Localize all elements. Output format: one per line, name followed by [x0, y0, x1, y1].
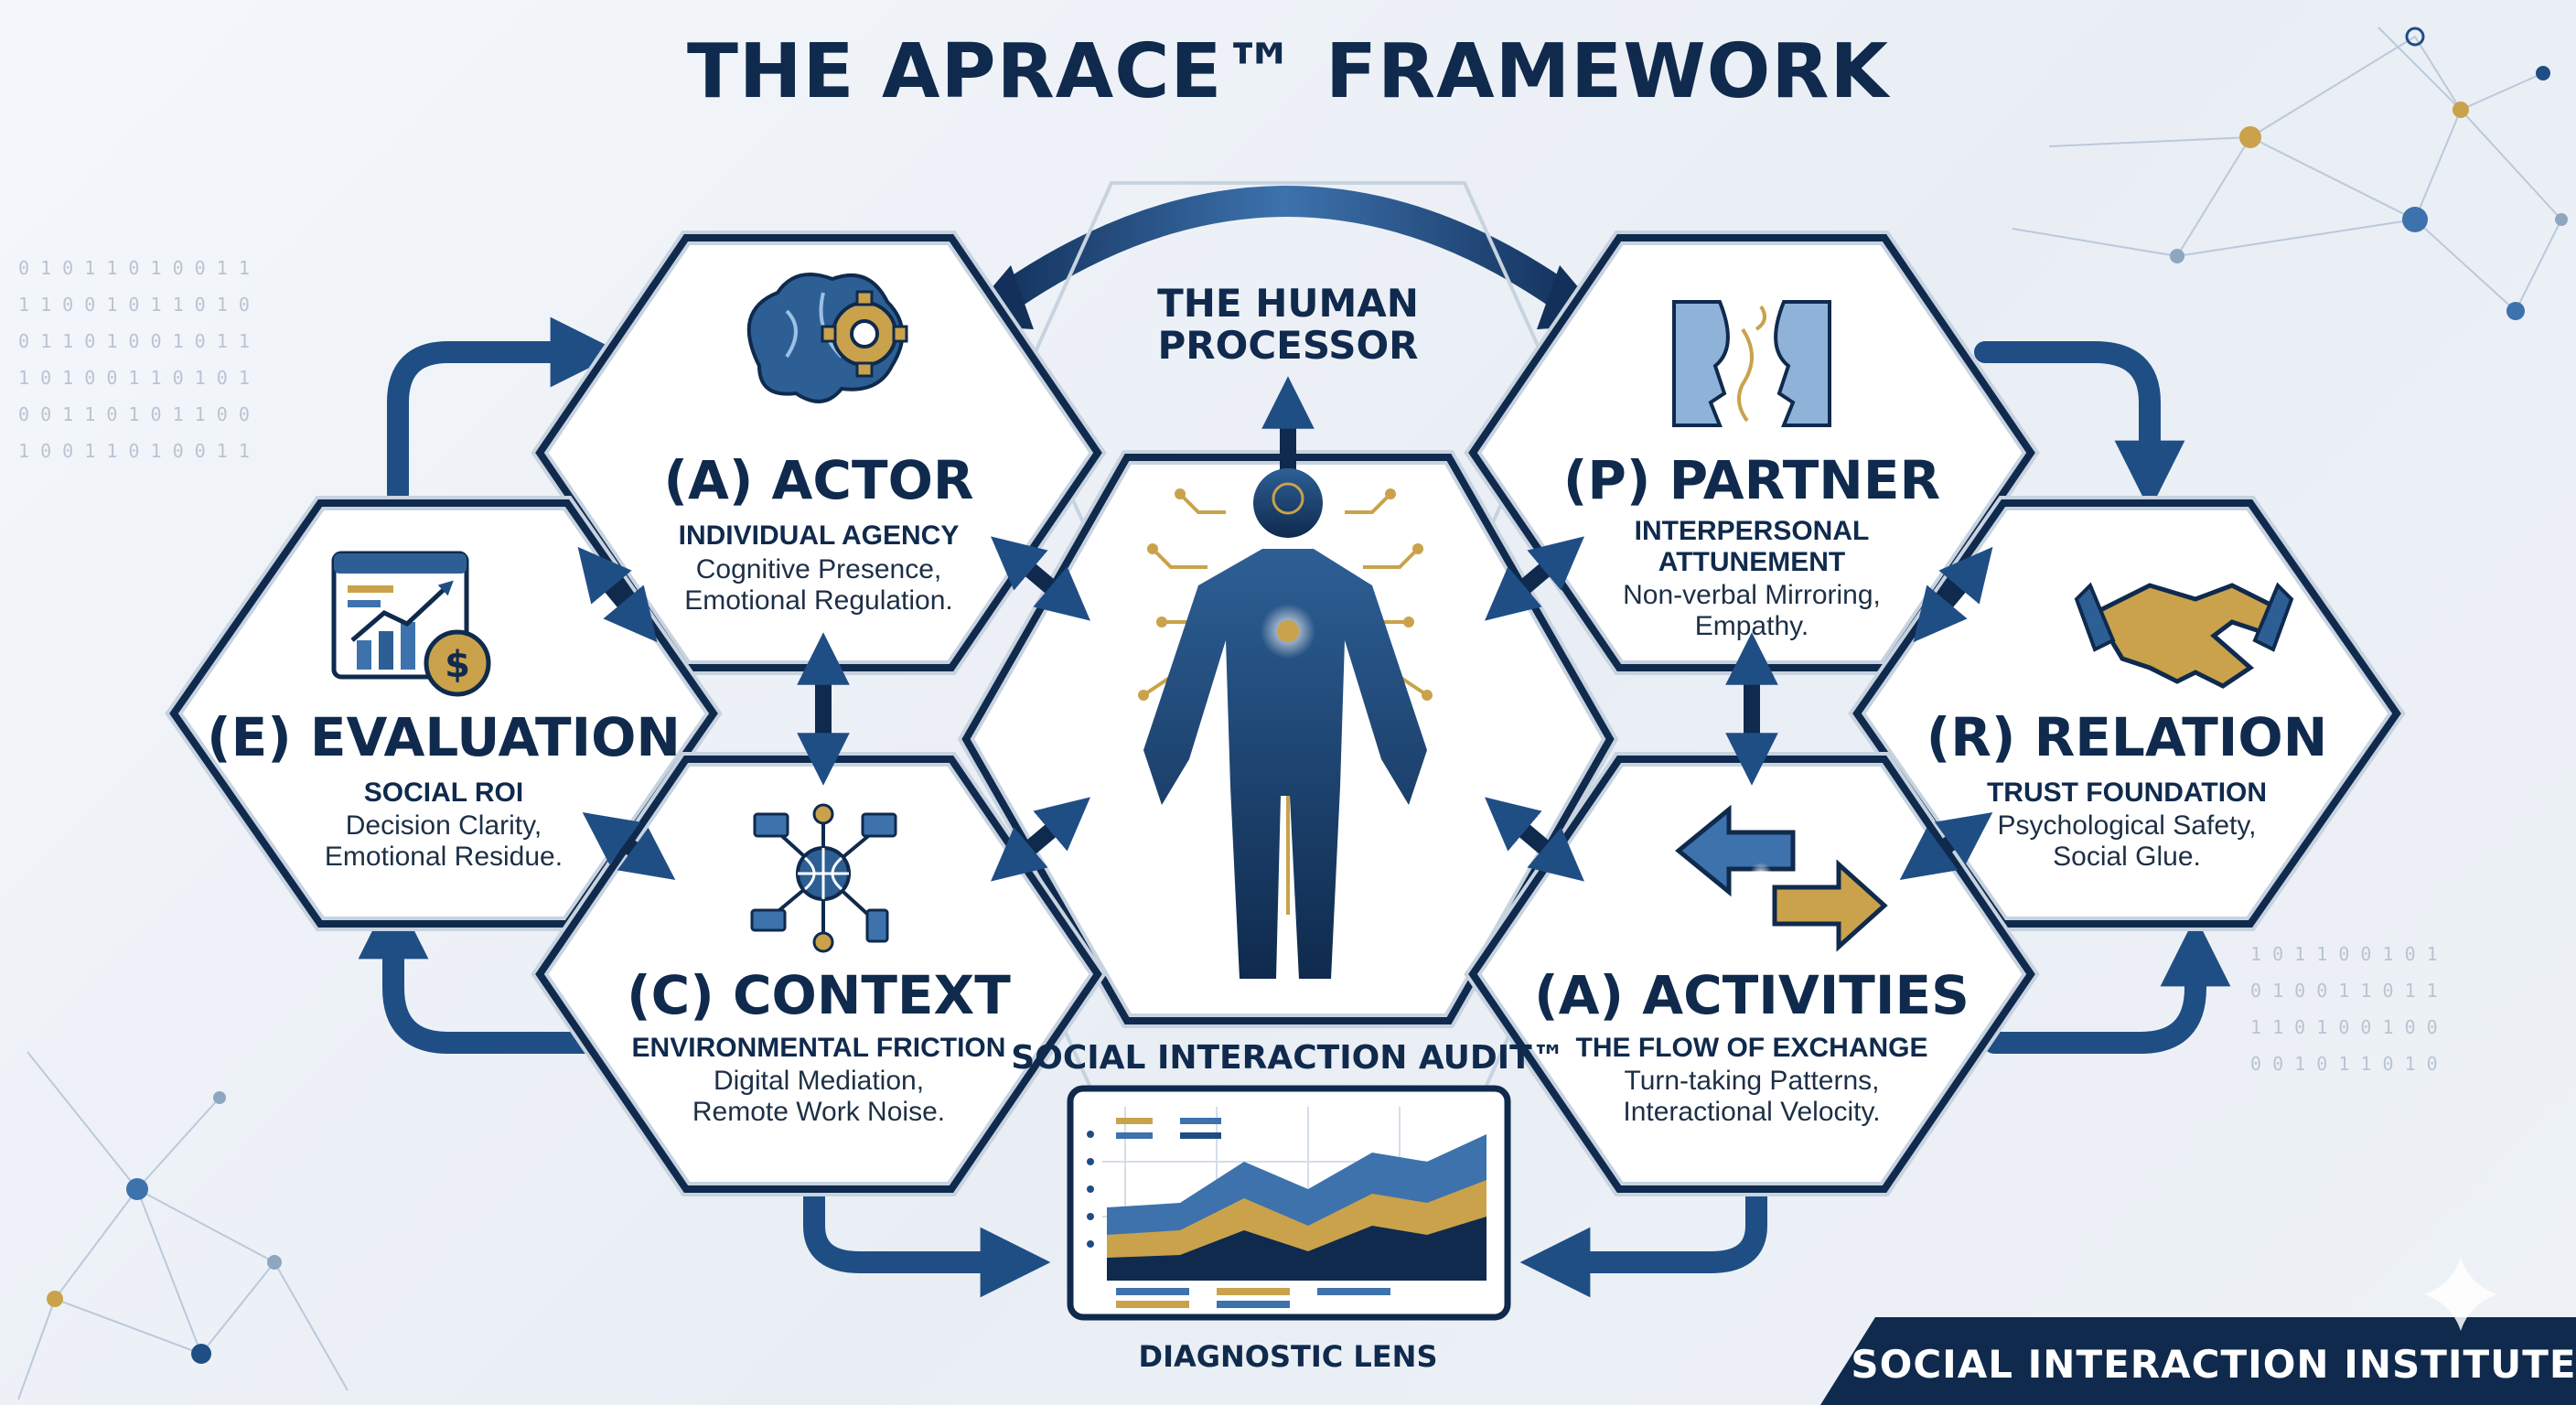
binary-pattern-left: 0 1 0 1 1 0 1 0 0 1 1 1 1 0 0 1 0 1 1 0 … [18, 257, 250, 462]
context-title: (C) CONTEXT [627, 964, 1011, 1026]
svg-text:0 0 1 0 1 1 0 1 0: 0 0 1 0 1 1 0 1 0 [2250, 1053, 2438, 1075]
svg-text:1 1 0 0 1 0 1 1 0 1 0: 1 1 0 0 1 0 1 1 0 1 0 [18, 294, 250, 316]
svg-text:1 0 0 1 1 0 1 0 0 1 1: 1 0 0 1 1 0 1 0 0 1 1 [18, 440, 250, 462]
activities-desc-line1: Turn-taking Patterns, [1624, 1066, 1879, 1096]
activities-subtitle: THE FLOW OF EXCHANGE [1576, 1033, 1928, 1063]
context-desc-line1: Digital Mediation, [714, 1066, 924, 1096]
partner-title: (P) PARTNER [1563, 449, 1940, 511]
evaluation-desc-line2: Emotional Residue. [325, 842, 563, 872]
partner-desc-line2: Empathy. [1695, 611, 1809, 641]
outer-loop-arrows [358, 316, 2231, 1298]
growth-chart-dollar-icon: $ [331, 551, 491, 697]
evaluation-title: (E) EVALUATION [207, 706, 681, 768]
network-nodes-bottom-left [47, 1091, 282, 1364]
svg-text:0 1 0 0 1 1 0 1 1: 0 1 0 0 1 1 0 1 1 [2250, 980, 2438, 1002]
brain-gear-icon [746, 273, 908, 403]
context-desc-line2: Remote Work Noise. [692, 1097, 945, 1127]
network-nodes-top-right [2170, 27, 2568, 320]
activities-title: (A) ACTIVITIES [1534, 964, 1970, 1026]
institute-name: SOCIAL INTERACTION INSTITUTE [1851, 1342, 2576, 1387]
relation-desc-line2: Social Glue. [2053, 842, 2201, 872]
context-subtitle: ENVIRONMENTAL FRICTION [632, 1033, 1006, 1063]
evaluation-subtitle: SOCIAL ROI [364, 778, 523, 808]
actor-desc-line1: Cognitive Presence, [696, 554, 941, 585]
exchange-arrows-icon [1675, 804, 1888, 952]
audit-chart-panel[interactable] [1067, 1085, 1511, 1321]
svg-text:0 1 0 1 1 0 1 0 0 1 1: 0 1 0 1 1 0 1 0 0 1 1 [18, 257, 250, 279]
center-label-line1: THE HUMAN [1157, 281, 1419, 326]
evaluation-desc-line1: Decision Clarity, [346, 810, 542, 841]
actor-title: (A) ACTOR [663, 449, 973, 511]
connector-arrows [577, 376, 1993, 882]
center-label-line2: PROCESSOR [1158, 323, 1419, 368]
svg-text:1 0 1 1 0 0 1 0 1: 1 0 1 1 0 0 1 0 1 [2250, 943, 2438, 965]
hex-activities[interactable] [1464, 752, 2040, 1196]
audit-label: SOCIAL INTERACTION AUDIT™ [1011, 1039, 1564, 1077]
diagnostic-lens-label: DIAGNOSTIC LENS [1139, 1339, 1438, 1374]
sparkle-icon [2424, 1258, 2497, 1331]
svg-text:0 0 1 1 0 1 0 1 1 0 0: 0 0 1 1 0 1 0 1 1 0 0 [18, 403, 250, 425]
svg-text:1 1 0 1 0 0 1 0 0: 1 1 0 1 0 0 1 0 0 [2250, 1016, 2438, 1038]
hex-context[interactable] [531, 752, 1107, 1196]
binary-pattern-right: 1 0 1 1 0 0 1 0 1 0 1 0 0 1 1 0 1 1 1 1 … [2250, 943, 2438, 1075]
partner-subtitle-line2: ATTUNEMENT [1658, 547, 1845, 577]
relation-subtitle: TRUST FOUNDATION [1987, 778, 2267, 808]
partner-subtitle-line1: INTERPERSONAL [1635, 516, 1870, 546]
human-figure-icon [1138, 468, 1433, 979]
actor-subtitle: INDIVIDUAL AGENCY [679, 520, 960, 551]
svg-text:0 1 1 0 1 0 0 1 0 1 1: 0 1 1 0 1 0 0 1 0 1 1 [18, 330, 250, 352]
activities-desc-line2: Interactional Velocity. [1623, 1097, 1880, 1127]
relation-desc-line1: Psychological Safety, [1998, 810, 2257, 841]
relation-title: (R) RELATION [1927, 706, 2327, 768]
network-decoration-top-right [2012, 27, 2563, 313]
hex-actor[interactable] [531, 231, 1107, 675]
handshake-icon [2074, 582, 2294, 689]
network-decoration-bottom-left [17, 1051, 349, 1400]
svg-text:1 0 1 0 0 1 1 0 1 0 1: 1 0 1 0 0 1 1 0 1 0 1 [18, 367, 250, 389]
actor-desc-line2: Emotional Regulation. [684, 585, 953, 616]
mirrored-faces-icon [1672, 300, 1831, 427]
network-devices-icon [750, 803, 897, 953]
partner-desc-line1: Non-verbal Mirroring, [1623, 580, 1881, 610]
page-title: THE APRACE™ FRAMEWORK [687, 28, 1892, 115]
institute-banner: SOCIAL INTERACTION INSTITUTE [1820, 1317, 2576, 1405]
svg-text:$: $ [445, 644, 470, 686]
